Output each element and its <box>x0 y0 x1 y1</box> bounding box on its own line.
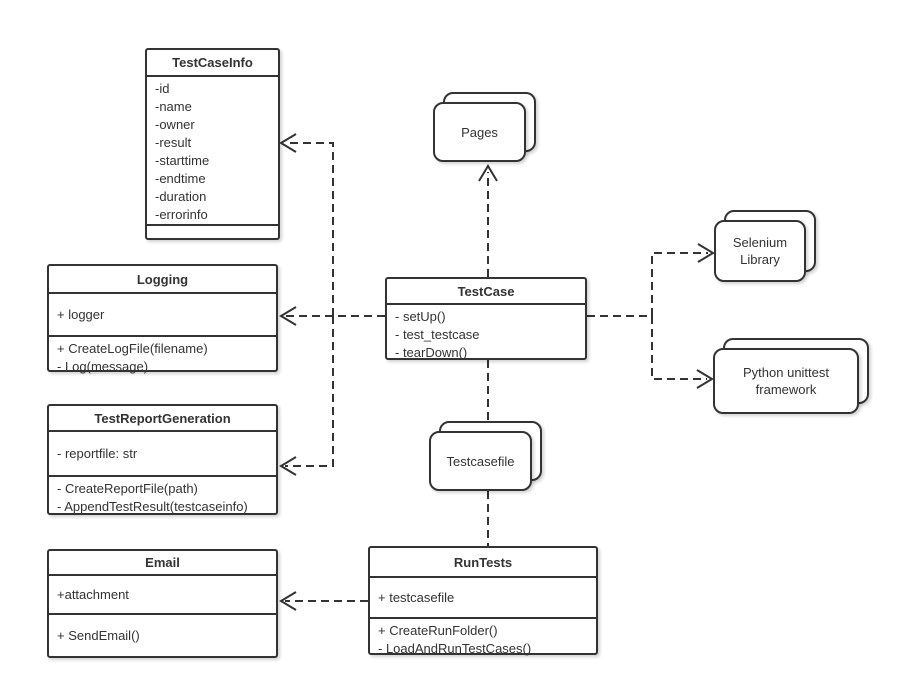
attribute-row: -result <box>155 135 192 150</box>
attribute-row: - reportfile: str <box>57 445 138 461</box>
attributes-section: + logger <box>49 294 276 335</box>
method-row: - LoadAndRunTestCases() <box>378 641 532 656</box>
edge-testcase-pages <box>478 164 498 277</box>
open-arrowhead-up-icon <box>478 164 498 182</box>
node-label: Pages <box>461 124 498 140</box>
method-row: + SendEmail() <box>57 627 140 643</box>
edge-testcase-logging <box>279 306 385 326</box>
class-runtests: RunTests + testcasefile + CreateRunFolde… <box>368 546 598 656</box>
edge-testcase-testcaseinfo <box>279 133 334 316</box>
class-title: Logging <box>49 266 276 294</box>
attribute-row: -errorinfo <box>155 207 208 222</box>
attribute-row: +attachment <box>57 586 129 602</box>
attributes-section: -id -name -owner -result -starttime -end… <box>147 77 278 224</box>
class-testcase: TestCase - setUp() - test_testcase - tea… <box>385 277 587 360</box>
node-label-line1: Selenium <box>732 235 788 250</box>
stack-front-card: Pages <box>433 102 526 162</box>
class-title: Email <box>49 551 276 576</box>
edge-testcase-selenium-library <box>587 243 715 317</box>
attributes-section: + testcasefile <box>370 578 596 617</box>
operation-row: - setUp() <box>395 309 446 324</box>
attributes-section: - reportfile: str <box>49 432 276 475</box>
class-title: TestReportGeneration <box>49 406 276 432</box>
operation-row: - test_testcase <box>395 327 480 342</box>
attribute-row: + testcasefile <box>378 589 455 605</box>
methods-section-empty <box>147 224 278 238</box>
method-row: + CreateLogFile(filename) <box>57 341 208 356</box>
stack-front-card: Python unittest framework <box>713 348 859 414</box>
class-title: TestCaseInfo <box>147 50 278 77</box>
operations-section: - setUp() - test_testcase - tearDown() <box>387 305 585 365</box>
open-arrowhead-right-icon <box>696 369 714 389</box>
open-arrowhead-left-icon <box>279 306 297 326</box>
open-arrowhead-left-icon <box>279 591 297 611</box>
methods-section: + CreateRunFolder() - LoadAndRunTestCase… <box>370 617 596 661</box>
class-email: Email +attachment + SendEmail() <box>47 549 278 658</box>
attributes-section: +attachment <box>49 576 276 613</box>
edge-testcase-python-unittest <box>651 316 714 389</box>
method-row: - CreateReportFile(path) <box>57 481 198 496</box>
node-label-line2: framework <box>755 382 817 397</box>
class-testreportgeneration: TestReportGeneration - reportfile: str -… <box>47 404 278 515</box>
stack-front-card: Testcasefile <box>429 431 532 491</box>
class-title: RunTests <box>370 548 596 578</box>
open-arrowhead-left-icon <box>279 456 297 476</box>
methods-section: + CreateLogFile(filename) - Log(message) <box>49 335 276 379</box>
stack-front-card: Selenium Library <box>714 220 806 282</box>
operation-row: - tearDown() <box>395 345 468 360</box>
method-row: - AppendTestResult(testcaseinfo) <box>57 499 248 514</box>
node-label-line1: Python unittest <box>743 365 829 380</box>
class-title: TestCase <box>387 279 585 305</box>
attribute-row: + logger <box>57 306 105 322</box>
open-arrowhead-left-icon <box>279 133 297 153</box>
attribute-row: -starttime <box>155 153 210 168</box>
attribute-row: -name <box>155 99 192 114</box>
attribute-row: -duration <box>155 189 207 204</box>
attribute-row: -id <box>155 81 170 96</box>
edge-testcase-testreportgeneration <box>279 316 334 476</box>
method-row: - Log(message) <box>57 359 149 374</box>
methods-section: - CreateReportFile(path) - AppendTestRes… <box>49 475 276 519</box>
attribute-row: -owner <box>155 117 195 132</box>
edge-runtests-email <box>279 591 368 611</box>
attribute-row: -endtime <box>155 171 206 186</box>
class-logging: Logging + logger + CreateLogFile(filenam… <box>47 264 278 374</box>
node-label: Testcasefile <box>446 453 515 469</box>
method-row: + CreateRunFolder() <box>378 623 498 638</box>
node-label-line2: Library <box>740 252 780 267</box>
open-arrowhead-right-icon <box>697 243 715 263</box>
class-testcaseinfo: TestCaseInfo -id -name -owner -result -s… <box>145 48 280 240</box>
methods-section: + SendEmail() <box>49 613 276 656</box>
